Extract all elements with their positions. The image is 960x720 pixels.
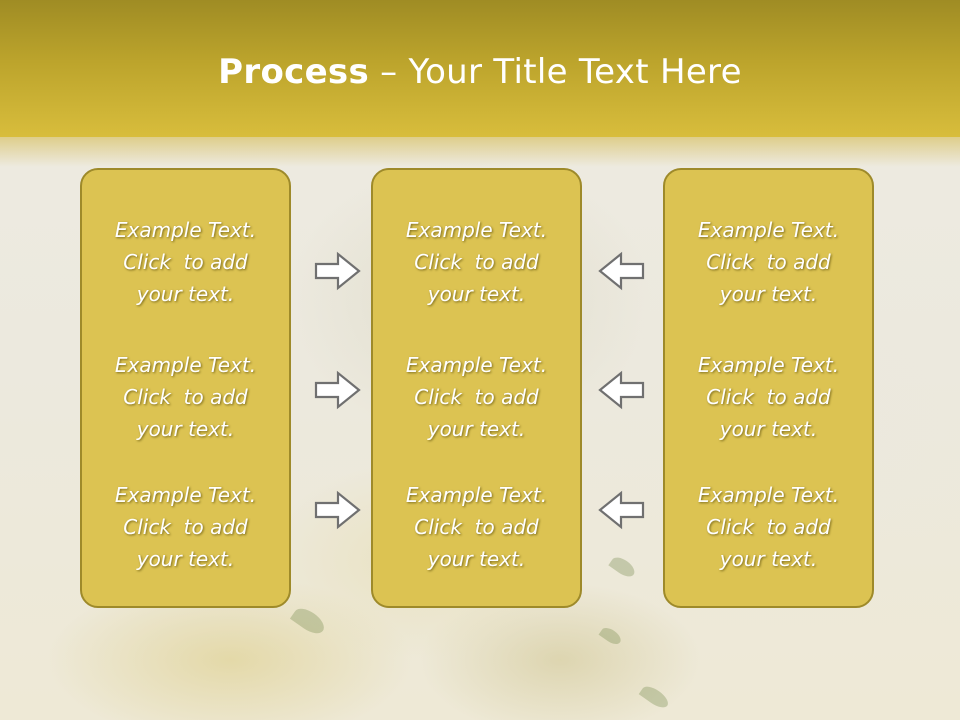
left-arrow-icon bbox=[598, 490, 645, 530]
text-item[interactable]: Example Text. Click to add your text. bbox=[665, 479, 872, 575]
text-line: Example Text. bbox=[114, 483, 257, 507]
text-line: Example Text. bbox=[697, 218, 840, 242]
text-line: Click to add bbox=[123, 385, 248, 409]
text-line: your text. bbox=[136, 547, 235, 571]
slide-title[interactable]: Process – Your Title Text Here bbox=[0, 52, 960, 92]
text-line: your text. bbox=[719, 282, 818, 306]
herb-leaf bbox=[638, 682, 672, 712]
text-box-right[interactable]: Example Text. Click to add your text. Exam… bbox=[663, 168, 874, 608]
text-line: Click to add bbox=[706, 250, 831, 274]
text-line: Example Text. bbox=[114, 353, 257, 377]
left-arrow-icon bbox=[598, 370, 645, 410]
text-item[interactable]: Example Text. Click to add your text. bbox=[82, 214, 289, 310]
title-bar-fade bbox=[0, 137, 960, 167]
text-line: your text. bbox=[427, 417, 526, 441]
text-line: Click to add bbox=[706, 515, 831, 539]
right-arrow-icon bbox=[314, 490, 361, 530]
text-item[interactable]: Example Text. Click to add your text. bbox=[373, 214, 580, 310]
text-item[interactable]: Example Text. Click to add your text. bbox=[373, 349, 580, 445]
text-item[interactable]: Example Text. Click to add your text. bbox=[665, 349, 872, 445]
herb-leaf bbox=[608, 553, 638, 581]
text-line: your text. bbox=[136, 282, 235, 306]
text-line: Example Text. bbox=[697, 353, 840, 377]
text-line: Click to add bbox=[414, 385, 539, 409]
text-line: Click to add bbox=[706, 385, 831, 409]
slide-title-rest: – Your Title Text Here bbox=[369, 52, 742, 92]
text-line: Click to add bbox=[123, 250, 248, 274]
text-line: Example Text. bbox=[697, 483, 840, 507]
text-box-center[interactable]: Example Text. Click to add your text. Exam… bbox=[371, 168, 582, 608]
left-arrow-icon bbox=[598, 251, 645, 291]
text-box-left[interactable]: Example Text. Click to add your text. Exam… bbox=[80, 168, 291, 608]
right-arrow-icon bbox=[314, 370, 361, 410]
text-item[interactable]: Example Text. Click to add your text. bbox=[82, 349, 289, 445]
text-line: Click to add bbox=[123, 515, 248, 539]
text-line: Click to add bbox=[414, 515, 539, 539]
text-line: your text. bbox=[136, 417, 235, 441]
title-bar bbox=[0, 0, 960, 137]
text-line: Example Text. bbox=[114, 218, 257, 242]
text-line: Click to add bbox=[414, 250, 539, 274]
text-line: Example Text. bbox=[405, 218, 548, 242]
right-arrow-icon bbox=[314, 251, 361, 291]
text-item[interactable]: Example Text. Click to add your text. bbox=[665, 214, 872, 310]
text-line: your text. bbox=[719, 417, 818, 441]
text-line: Example Text. bbox=[405, 353, 548, 377]
herb-leaf bbox=[598, 624, 624, 648]
slide-title-bold: Process bbox=[218, 52, 370, 92]
text-line: Example Text. bbox=[405, 483, 548, 507]
text-line: your text. bbox=[427, 547, 526, 571]
herb-leaf bbox=[289, 603, 329, 639]
text-item[interactable]: Example Text. Click to add your text. bbox=[82, 479, 289, 575]
text-line: your text. bbox=[427, 282, 526, 306]
text-line: your text. bbox=[719, 547, 818, 571]
text-item[interactable]: Example Text. Click to add your text. bbox=[373, 479, 580, 575]
